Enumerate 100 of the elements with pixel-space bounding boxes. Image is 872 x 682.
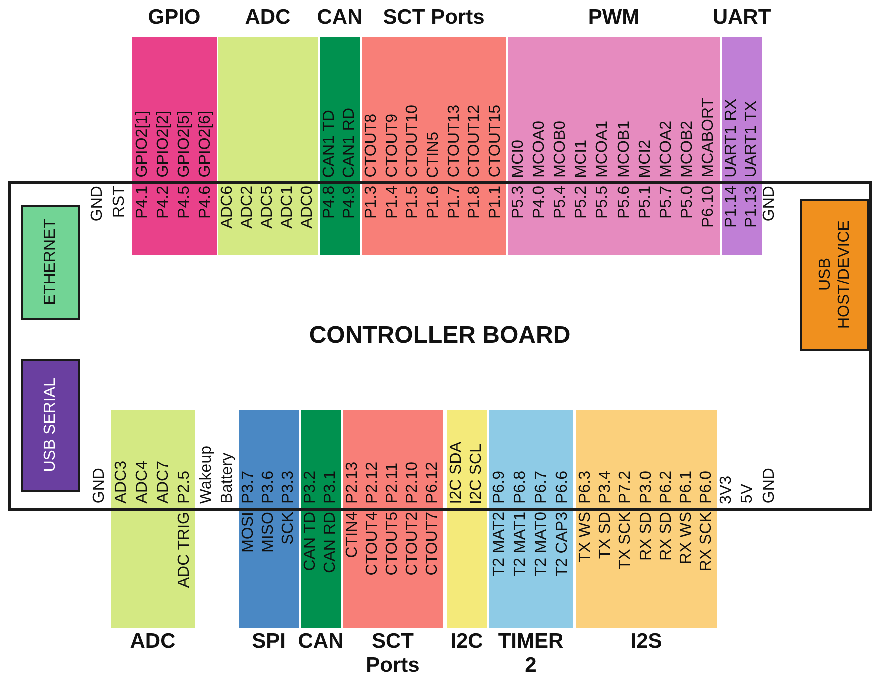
signal-label: CTOUT7 (424, 512, 442, 576)
pin-label: ADC0 (299, 186, 317, 229)
signal-label: CTOUT13 (446, 105, 464, 178)
signal-label: CAN RD (322, 512, 340, 574)
pin-label: 3V3 (718, 476, 736, 504)
pin-label: P5.7 (658, 186, 676, 219)
group-heading: SPI (251, 630, 287, 654)
signal-label: MCOB2 (679, 121, 698, 178)
signal-label: CTOUT5 (384, 512, 402, 576)
pin-label: P5.2 (573, 186, 592, 219)
pin-label: GND (91, 468, 109, 504)
signal-label: MCOB0 (552, 121, 570, 178)
signal-label: UART1 RX (723, 99, 741, 178)
group-heading: PWM (587, 6, 641, 30)
pin-label: ADC7 (154, 461, 172, 504)
pin-label: ADC2 (239, 186, 257, 229)
pin-label: P4.6 (197, 186, 216, 219)
pin-label: P5.1 (636, 186, 655, 219)
signal-label: T2 MAT2 (490, 512, 508, 577)
connector-box: USB HOST/DEVICE (800, 199, 869, 351)
pin-label: P1.14 (723, 186, 741, 228)
pin-label: GND (761, 468, 779, 504)
signal-label: MISO (260, 512, 278, 553)
group-heading: I2C (450, 630, 484, 654)
group-heading: SCT Ports (365, 630, 421, 678)
group-heading: ADC (129, 630, 177, 654)
pin-label: P6.8 (512, 471, 530, 504)
signal-label: UART1 TX (743, 101, 761, 178)
connector-box: ETHERNET (21, 205, 80, 320)
signal-label: MCI1 (573, 140, 592, 178)
signal-label: T2 MAT1 (512, 512, 530, 577)
group-heading: I2S (630, 630, 664, 654)
pin-label: P4.0 (530, 186, 549, 219)
pin-label: P3.0 (638, 471, 656, 504)
signal-label: MCOA2 (658, 121, 676, 178)
group-heading: CAN (316, 6, 364, 30)
pin-label: ADC1 (279, 186, 297, 229)
signal-label: TX WS (577, 512, 596, 563)
signal-label: CTOUT2 (404, 512, 422, 576)
signal-label: MCI0 (510, 140, 528, 178)
pin-label: P4.8 (321, 186, 339, 219)
signal-label: CTOUT15 (486, 105, 505, 178)
pin-label: P6.7 (532, 471, 550, 504)
pin-label: P6.3 (577, 471, 596, 504)
group-heading: ADC (244, 6, 292, 30)
pin-label: P1.8 (466, 186, 484, 219)
pin-label: P2.12 (364, 462, 382, 504)
signal-label: MCOA0 (530, 121, 549, 178)
signal-label: ADC TRIG (176, 512, 194, 588)
signal-label: CTOUT4 (364, 512, 382, 576)
pin-label: P3.1 (322, 471, 340, 504)
pin-label: P2.5 (176, 471, 194, 504)
pin-label: P6.2 (658, 471, 676, 504)
signal-label: CTOUT8 (363, 114, 382, 178)
pin-label: P5.0 (679, 186, 698, 219)
pin-label: P2.11 (384, 463, 402, 504)
signal-label: GPIO2[6] (197, 111, 216, 178)
signal-label: SCK (280, 512, 298, 545)
pin-label: P5.3 (510, 186, 528, 219)
pin-label: P2.13 (344, 462, 362, 504)
signal-label: MCABORT (700, 98, 718, 178)
signal-label: T2 MAT0 (532, 512, 550, 577)
pin-label: P1.6 (425, 186, 443, 219)
pin-label: I2C SDA (448, 442, 466, 504)
pin-label: P6.0 (698, 471, 716, 504)
pin-label: RST (111, 186, 129, 218)
pin-label: 5V (739, 484, 757, 504)
pin-label: P3.6 (260, 471, 278, 504)
pin-label: ADC5 (259, 186, 277, 229)
pin-label: P6.12 (424, 462, 442, 504)
signal-label: CAN TD (302, 512, 320, 572)
group-heading: CAN (297, 630, 345, 654)
pin-label: P5.5 (594, 186, 612, 219)
connector-box: USB SERIAL (21, 359, 80, 492)
pin-label: P7.2 (617, 471, 636, 504)
pin-label: P4.2 (154, 186, 173, 219)
signal-label: RX SD (638, 512, 656, 561)
pin-label: Battery (219, 453, 237, 504)
group-heading: TIMER 2 (497, 630, 565, 678)
signal-label: TX SD (597, 512, 616, 560)
pin-label: P4.5 (176, 186, 194, 219)
signal-label: RX SCK (698, 512, 716, 572)
pin-label: GND (89, 186, 107, 222)
pin-label: ADC4 (134, 461, 152, 504)
pin-label: P5.4 (552, 186, 570, 219)
pin-label: P3.3 (280, 471, 298, 504)
signal-label: CAN1 TD (321, 110, 339, 178)
pin-label: GND (761, 186, 779, 222)
signal-label: RX SD (658, 512, 676, 561)
pin-label: I2C SCL (468, 444, 486, 504)
signal-label: T2 CAP3 (554, 512, 572, 577)
pin-label: ADC6 (219, 186, 237, 229)
signal-label: CTIN4 (344, 512, 362, 558)
signal-label: CAN1 RD (341, 108, 359, 178)
signal-label: CTIN5 (425, 132, 443, 178)
pin-label: P4.9 (341, 186, 359, 219)
signal-label: MOSI (240, 512, 258, 553)
pin-label: P2.10 (404, 462, 422, 504)
signal-label: MCOB1 (616, 121, 634, 178)
signal-label: GPIO2[5] (176, 111, 194, 178)
